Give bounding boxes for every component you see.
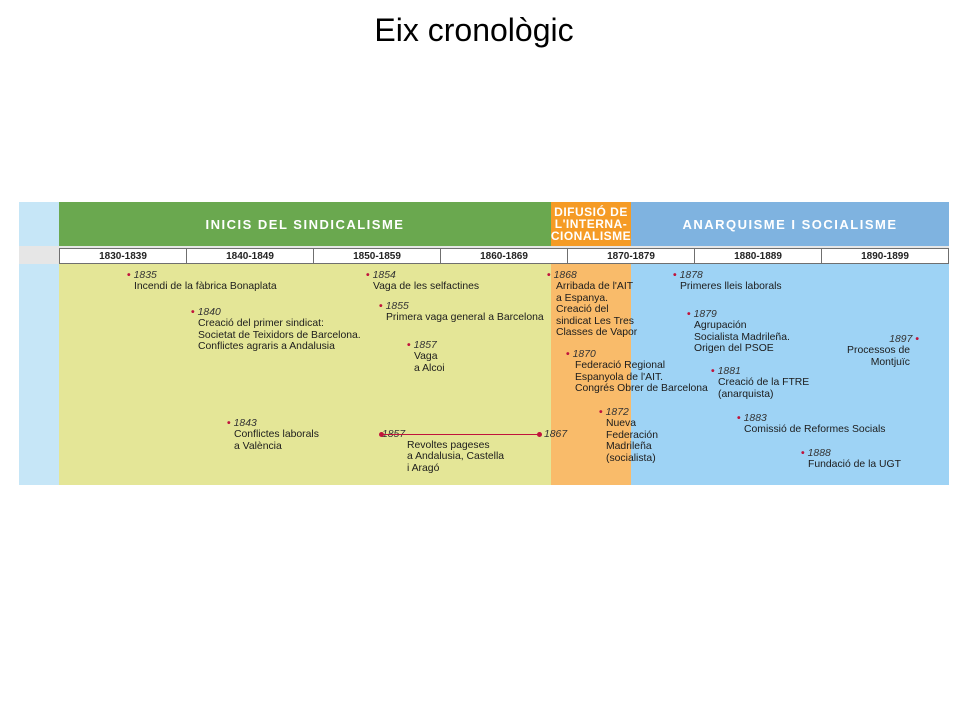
period-body-1 <box>59 264 551 485</box>
event-year: 1881 <box>717 366 741 377</box>
decade-1880: 1880-1889 <box>694 248 822 264</box>
range-line <box>383 434 539 435</box>
decade-1830: 1830-1839 <box>59 248 187 264</box>
event-1879: •1879 Agrupación Socialista Madrileña. O… <box>687 309 790 355</box>
event-1835: •1835 Incendi de la fàbrica Bonaplata <box>127 270 277 293</box>
event-1888: •1888 Fundació de la UGT <box>801 448 901 471</box>
period-header-bg-2 <box>551 202 631 246</box>
decade-1870: 1870-1879 <box>567 248 695 264</box>
range-end-dot <box>537 432 542 437</box>
event-year: 1878 <box>679 270 703 281</box>
event-1897: 1897• Processos de Montjuïc <box>847 334 919 368</box>
event-year-end: 1867 <box>544 429 568 440</box>
bullet-icon: • <box>227 418 231 429</box>
period-body-2 <box>551 264 631 485</box>
event-year: 1835 <box>133 270 157 281</box>
event-year: 1854 <box>372 270 396 281</box>
event-revoltes: Revoltes pageses a Andalusia, Castella i… <box>407 440 504 474</box>
bullet-icon: • <box>566 349 570 360</box>
event-1854: •1854 Vaga de les selfactines <box>366 270 479 293</box>
event-1855: •1855 Primera vaga general a Barcelona <box>379 301 544 324</box>
event-year: 1855 <box>385 301 409 312</box>
bullet-icon: • <box>547 270 551 281</box>
bullet-icon: • <box>737 413 741 424</box>
event-text: Primera vaga general a Barcelona <box>386 312 544 324</box>
bullet-icon: • <box>915 334 919 345</box>
decade-1850: 1850-1859 <box>313 248 441 264</box>
event-text: Vaga de les selfactines <box>373 281 480 293</box>
event-year: 1843 <box>233 418 257 429</box>
event-range-end-year: 1867 <box>544 429 567 440</box>
event-1872: •1872 Nueva Federación Madrileña (social… <box>599 407 658 464</box>
event-year: 1857 <box>413 340 437 351</box>
event-text: Creació de la FTRE (anarquista) <box>718 377 810 400</box>
event-text: Revoltes pageses a Andalusia, Castella i… <box>407 440 505 474</box>
event-year: 1840 <box>197 307 221 318</box>
event-year: 1883 <box>743 413 767 424</box>
event-text: Fundació de la UGT <box>808 459 901 471</box>
event-1840: •1840 Creació del primer sindicat: Socie… <box>191 307 361 353</box>
decade-1890: 1890-1899 <box>821 248 949 264</box>
event-1843: •1843 Conflictes laborals a València <box>227 418 319 452</box>
period-header-internacionalisme: DIFUSIÓ DE L'INTERNA- CIONALISME <box>550 205 632 243</box>
bullet-icon: • <box>407 340 411 351</box>
bullet-icon: • <box>687 309 691 320</box>
bullet-icon: • <box>191 307 195 318</box>
event-text: Comissió de Reformes Socials <box>744 424 886 436</box>
period-body-3 <box>631 264 949 485</box>
event-text: Primeres lleis laborals <box>680 281 782 293</box>
bullet-icon: • <box>673 270 677 281</box>
bullet-icon: • <box>127 270 131 281</box>
event-year: 1868 <box>553 270 577 281</box>
left-strip <box>19 202 59 485</box>
event-year: 1879 <box>693 309 717 320</box>
event-text: Incendi de la fàbrica Bonaplata <box>134 281 277 293</box>
event-1878: •1878 Primeres lleis laborals <box>673 270 782 293</box>
period-header-anarquisme: ANARQUISME I SOCIALISME <box>682 216 898 232</box>
period-header-bg-3 <box>631 202 949 246</box>
bullet-icon: • <box>599 407 603 418</box>
decade-1860: 1860-1869 <box>440 248 568 264</box>
event-1870: •1870 Federació Regional Espanyola de l'… <box>566 349 708 395</box>
event-1868: •1868 Arribada de l'AIT a Espanya. Creac… <box>547 270 637 338</box>
bullet-icon: • <box>711 366 715 377</box>
bullet-icon: • <box>366 270 370 281</box>
event-text: Processos de Montjuïc <box>847 345 910 368</box>
event-text: Arribada de l'AIT a Espanya. Creació del… <box>556 281 638 339</box>
event-1883: •1883 Comissió de Reformes Socials <box>737 413 885 436</box>
bullet-icon: • <box>379 301 383 312</box>
event-text: Creació del primer sindicat: Societat de… <box>198 318 361 353</box>
event-text: Vaga a Alcoi <box>414 351 445 374</box>
decade-1840: 1840-1849 <box>186 248 314 264</box>
period-header-bg-1 <box>59 202 551 246</box>
event-text: Nueva Federación Madrileña (socialista) <box>606 418 658 464</box>
timeline: INICIS DEL SINDICALISME DIFUSIÓ DE L'INT… <box>19 202 949 485</box>
event-text: Conflictes laborals a València <box>234 429 319 452</box>
event-year: 1870 <box>572 349 596 360</box>
event-1881: •1881 Creació de la FTRE (anarquista) <box>711 366 809 400</box>
event-text: Agrupación Socialista Madrileña. Origen … <box>694 320 790 355</box>
range-start-dot <box>379 432 384 437</box>
period-header-sindicalisme: INICIS DEL SINDICALISME <box>205 216 405 232</box>
event-1857: •1857 Vaga a Alcoi <box>407 340 445 374</box>
event-year: 1872 <box>605 407 629 418</box>
event-year: 1888 <box>807 448 831 459</box>
bullet-icon: • <box>801 448 805 459</box>
page-title: Eix cronològic <box>374 12 574 48</box>
event-text: Federació Regional Espanyola de l'AIT. C… <box>575 360 708 395</box>
event-year: 1897 <box>889 334 913 345</box>
